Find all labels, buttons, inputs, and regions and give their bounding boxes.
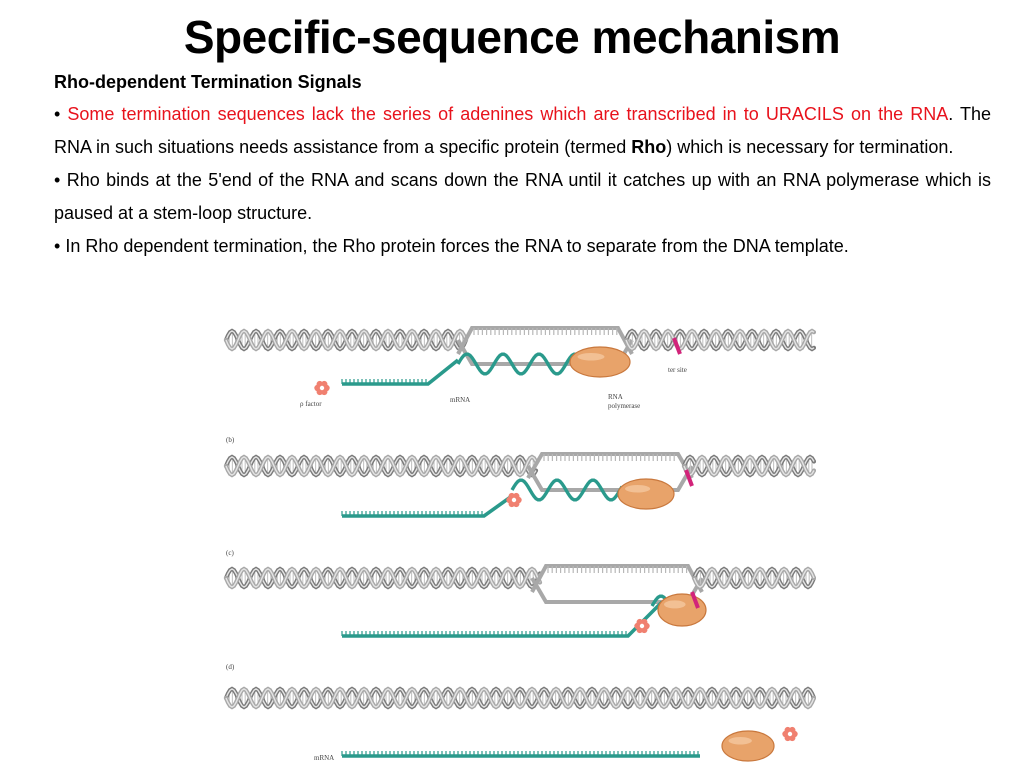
polymerase-highlight xyxy=(577,353,605,361)
mrna-a xyxy=(341,358,460,386)
dna-strand-highlight xyxy=(693,568,815,588)
ter-site-c xyxy=(690,591,700,609)
ter-site-a xyxy=(672,337,682,355)
bullet-2: • Rho binds at the 5'end of the RNA and … xyxy=(54,164,991,230)
panel-c xyxy=(223,564,816,638)
panel-d xyxy=(223,686,816,762)
rna-polymerase-a xyxy=(569,346,631,378)
bubble-top-strand xyxy=(530,564,704,593)
dna-helix-left-c xyxy=(223,566,543,590)
rho-factor-b xyxy=(506,492,522,508)
dna-strand-highlight xyxy=(225,688,815,708)
bullet-marker: • xyxy=(54,170,61,190)
ter-site-label: ter site xyxy=(668,366,687,374)
dna-strand-highlight xyxy=(683,456,815,476)
bullet-1-red-text: Some termination sequences lack the seri… xyxy=(67,104,949,124)
polymerase-highlight xyxy=(728,737,752,745)
rho-core xyxy=(511,497,517,503)
dna-strand-highlight xyxy=(225,456,537,476)
rho-subunit xyxy=(321,388,328,396)
rna-strand xyxy=(342,358,460,386)
rna-polymerase-label-1: RNA xyxy=(608,393,623,401)
mrna-c xyxy=(341,600,664,638)
rna-strand xyxy=(342,494,514,518)
slide-subtitle: Rho-dependent Termination Signals xyxy=(54,72,362,92)
bullet-1-bold: Rho xyxy=(631,137,667,157)
rho-subunit xyxy=(513,492,520,500)
rho-subunit xyxy=(316,380,323,388)
dna-helix-right xyxy=(623,328,816,352)
bullet-1-text-a: . The RNA in such situations needs assis… xyxy=(54,104,991,157)
bubble-c xyxy=(530,564,704,593)
mrna-label-a: mRNA xyxy=(450,396,470,404)
template-b xyxy=(526,464,694,492)
rho-subunit xyxy=(636,618,643,626)
bullet-3: • In Rho dependent termination, the Rho … xyxy=(54,230,991,263)
template-c xyxy=(530,576,704,604)
rho-factor-a xyxy=(314,380,330,396)
bullet-2-text: Rho binds at the 5'end of the RNA and sc… xyxy=(54,170,991,223)
ter-site-b xyxy=(684,469,694,487)
dna-helix-right-c xyxy=(691,566,816,590)
mrna-label-d: mRNA xyxy=(314,754,334,762)
rho-subunit xyxy=(784,726,791,734)
rho-subunit xyxy=(321,380,328,388)
dna-helix-left xyxy=(223,328,469,352)
rho-core xyxy=(319,385,325,391)
rna-dna-hybrid-a xyxy=(456,352,586,376)
dna-helix-left-b xyxy=(223,454,539,478)
panel-b xyxy=(223,452,816,518)
mrna-d xyxy=(341,751,700,758)
rho-subunit xyxy=(508,492,515,500)
bullet-1-text-b: ) which is necessary for termination. xyxy=(666,137,954,157)
rna-polymerase-c xyxy=(657,593,707,627)
dna-helix-right-b xyxy=(681,454,816,478)
rho-subunit xyxy=(789,726,796,734)
polymerase-highlight xyxy=(664,600,686,609)
rho-subunit xyxy=(789,734,796,742)
slide-title: Specific-sequence mechanism xyxy=(183,11,841,63)
rho-subunit xyxy=(641,618,648,626)
dna-strand-highlight xyxy=(225,568,541,588)
panel-c-label: (c) xyxy=(226,549,234,557)
rho-subunit xyxy=(513,500,520,508)
template-strand xyxy=(456,338,634,366)
panel-d-label: (d) xyxy=(226,663,235,671)
rna-strand xyxy=(342,600,664,638)
rho-subunit xyxy=(641,626,648,634)
panel-b-label: (b) xyxy=(226,436,235,444)
figure-svg: ρ factor mRNA RNA polymerase ter site (b… xyxy=(223,326,816,762)
bullet-marker: • xyxy=(54,104,61,124)
rna-polymerase-label-2: polymerase xyxy=(608,402,640,410)
bubble-b xyxy=(526,452,694,480)
panel-a xyxy=(223,326,816,396)
bullet-list: • Some termination sequences lack the se… xyxy=(54,98,991,263)
rho-core xyxy=(787,731,793,737)
bullet-marker: • xyxy=(54,236,61,256)
rho-factor-d xyxy=(782,726,798,742)
rna-dna-hybrid-b xyxy=(510,478,624,502)
rna-polymerase-d xyxy=(721,730,775,762)
dna-helix-d xyxy=(223,686,816,710)
mrna-b xyxy=(341,494,514,518)
rho-core xyxy=(639,623,645,629)
dna-strand-highlight xyxy=(225,688,815,708)
rho-termination-figure: ρ factor mRNA RNA polymerase ter site (b… xyxy=(222,320,816,768)
dna-strand-highlight xyxy=(625,330,815,350)
bullet-1: • Some termination sequences lack the se… xyxy=(54,98,991,164)
dna-strand-highlight xyxy=(225,330,467,350)
bullet-3-text: In Rho dependent termination, the Rho pr… xyxy=(65,236,849,256)
rho-factor-label: ρ factor xyxy=(300,400,322,408)
rho-factor-c xyxy=(634,618,650,634)
rna-polymerase-b xyxy=(617,478,675,510)
polymerase-highlight xyxy=(625,485,651,493)
